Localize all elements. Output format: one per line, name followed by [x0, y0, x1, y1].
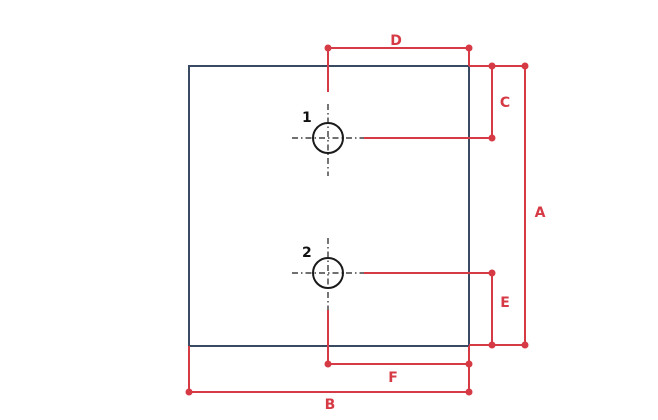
dimension-b: [185, 346, 473, 396]
dimension-e-endpoint-top: [488, 269, 496, 277]
hole-1: 1: [292, 104, 364, 176]
plate-outline: [188, 65, 470, 347]
dimension-f-endpoint-right: [465, 360, 473, 368]
dimension-e: [364, 269, 496, 349]
hole-1-circle: [312, 122, 344, 154]
dimension-a: [469, 62, 529, 349]
dimension-f: [324, 310, 473, 392]
dimension-f-label: F: [388, 370, 398, 386]
dimension-b-label: B: [325, 397, 336, 413]
dimension-e-endpoint-bottom: [488, 341, 496, 349]
dimension-b-endpoint-left: [185, 388, 193, 396]
dimension-a-endpoint-bottom: [521, 341, 529, 349]
dimension-d-endpoint-left: [324, 44, 332, 52]
dimension-e-label: E: [500, 295, 510, 311]
dimension-c-label: C: [500, 95, 510, 111]
dimension-a-label: A: [535, 205, 546, 221]
dimension-d: [324, 44, 473, 92]
hole-2-circle: [312, 257, 344, 289]
dimension-c: [364, 62, 525, 142]
dimension-f-endpoint-left: [324, 360, 332, 368]
dimension-d-label: D: [390, 33, 402, 49]
dimension-c-endpoint-bottom: [488, 134, 496, 142]
hole-1-label: 1: [302, 110, 312, 126]
dimension-a-endpoint-top: [521, 62, 529, 70]
dimension-b-endpoint-right: [465, 388, 473, 396]
hole-2: 2: [292, 238, 364, 310]
hole-2-label: 2: [302, 245, 312, 261]
dimension-d-endpoint-right: [465, 44, 473, 52]
dimension-c-endpoint-top: [488, 62, 496, 70]
